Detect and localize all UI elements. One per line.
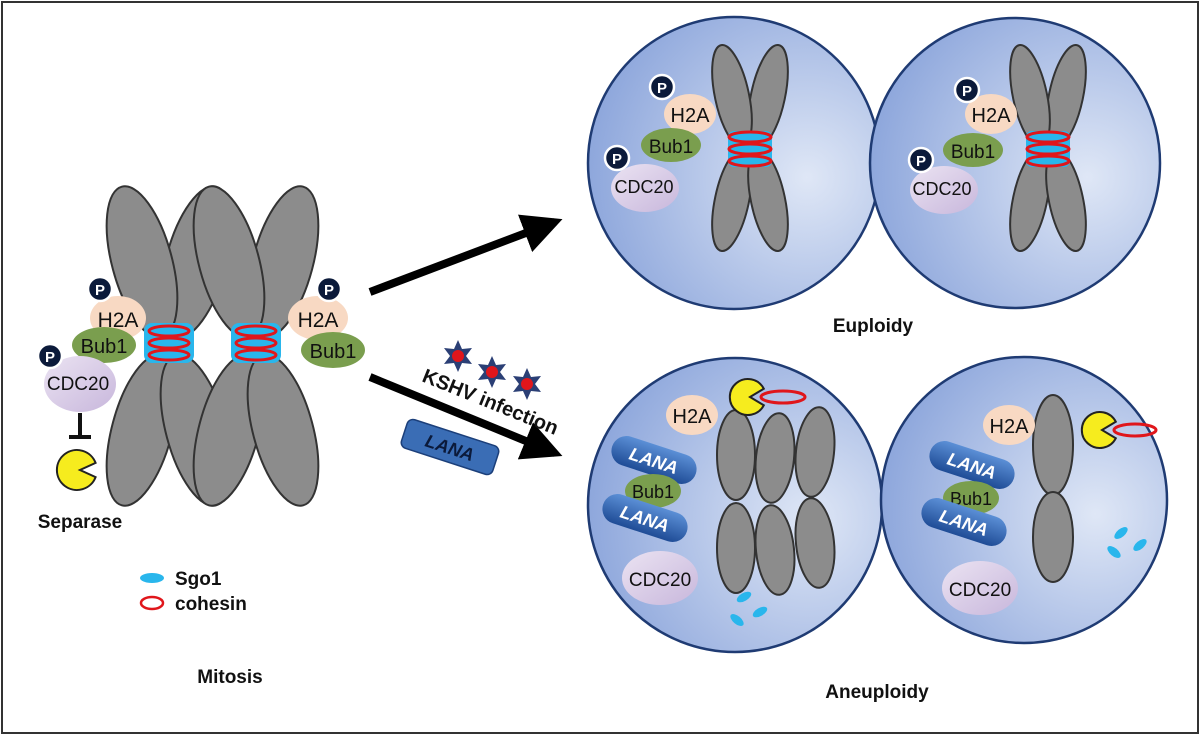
cdc20-blob [611,164,679,212]
h2a-label: H2A [673,406,713,428]
phosphate-badge-icon [907,146,935,174]
aneuploidy-cell: H2A LANA Bub1 LANA CDC20 [586,356,884,654]
bub1-blob [301,332,365,368]
separase-pacman-icon [55,449,97,491]
arrow-icon [368,373,563,460]
cohesin-ring [234,324,278,338]
arrow-icon [368,214,563,296]
phosphate-badge-icon [36,342,64,370]
cdc20-label: CDC20 [629,570,691,591]
aneuploidy-label: Aneuploidy [825,682,929,703]
h2a-label: H2A [671,105,711,127]
bub1-label: Bub1 [310,341,357,363]
cdc20-label: CDC20 [47,374,109,395]
h2a-blob [664,94,716,134]
cohesin-ring [1025,130,1071,144]
cohesin-ring [759,389,807,405]
sgo1-mark [752,606,768,618]
cohesin-ring [1025,142,1071,156]
cdc20-blob [910,166,978,214]
separase-label: Separase [38,512,123,533]
phosphate-label: P [324,282,334,299]
bub1-label: Bub1 [81,336,128,358]
h2a-label: H2A [972,105,1012,127]
phosphate-label: P [95,282,105,299]
cdc20-label: CDC20 [949,580,1011,601]
phosphate-badge-icon [315,275,343,303]
phosphate-badge-icon [86,275,114,303]
h2a-blob [666,395,718,435]
sgo1-legend-swatch [140,573,164,583]
phosphate-label: P [962,83,972,100]
cohesin-ring [147,324,191,338]
bub1-blob [72,327,136,363]
separase-pacman-icon [728,378,766,416]
sgo1-mark [730,614,744,626]
cdc20-blob [622,551,698,605]
kshv-virus-icon [513,368,541,400]
sgo1-mark [231,323,281,363]
cdc20-blob [942,561,1018,615]
phosphate-label: P [45,349,55,366]
cohesin-ring [234,348,278,362]
h2a-label: H2A [990,416,1030,438]
cohesin-ring [147,336,191,350]
cdc20-blob [44,356,116,412]
phosphate-label: P [916,153,926,170]
cohesin-ring [234,336,278,350]
cohesin-ring [147,348,191,362]
euploidy-cell: H2A P Bub1 CDC20 P [586,15,882,311]
euploidy-label: Euploidy [833,316,914,337]
h2a-label: H2A [298,309,339,332]
cohesin-legend-label: cohesin [175,594,247,615]
h2a-blob [965,94,1017,134]
aneuploidy-cell: H2A LANA Bub1 LANA CDC20 [879,355,1169,645]
cohesin-ring [727,142,773,156]
sgo1-mark [1026,131,1070,167]
mitosis-panel: H2A P Bub1 CDC20 P Separase H2A P Bub1 S… [36,185,365,688]
cdc20-label: CDC20 [912,179,971,199]
sgo1-mark [1133,539,1147,551]
bub1-label: Bub1 [632,482,674,502]
cohesin-ring [1112,422,1158,438]
phosphate-badge-icon [603,144,631,172]
phosphate-badge-icon [648,73,676,101]
bub1-label: Bub1 [950,489,992,509]
phosphate-label: P [657,80,667,97]
kshv-virus-icon [444,340,472,372]
cohesin-legend-swatch [139,595,165,611]
mitosis-label: Mitosis [197,667,262,688]
bub1-blob [943,133,1003,167]
separase-pacman-icon [1080,411,1118,449]
bub1-label: Bub1 [649,137,693,158]
h2a-blob [983,405,1035,445]
mitotic-chromosome [192,185,320,507]
kshv-virus-icon [478,356,506,388]
sgo1-mark [728,131,772,167]
bub1-label: Bub1 [951,142,995,163]
sgo1-legend-label: Sgo1 [175,569,222,590]
phosphate-badge-icon [953,76,981,104]
h2a-label: H2A [98,309,139,332]
sgo1-mark [1107,546,1121,558]
sgo1-mark [1114,527,1128,539]
bub1-blob [641,128,701,162]
cohesin-ring [727,154,773,168]
euploidy-cell: H2A P Bub1 CDC20 P [868,16,1162,310]
sgo1-mark [144,323,194,363]
h2a-blob [288,296,348,340]
cohesin-ring [1025,154,1071,168]
bub1-blob [625,474,681,508]
cohesin-ring [727,130,773,144]
sgo1-mark [736,591,752,603]
phosphate-label: P [612,151,622,168]
cdc20-label: CDC20 [614,177,673,197]
